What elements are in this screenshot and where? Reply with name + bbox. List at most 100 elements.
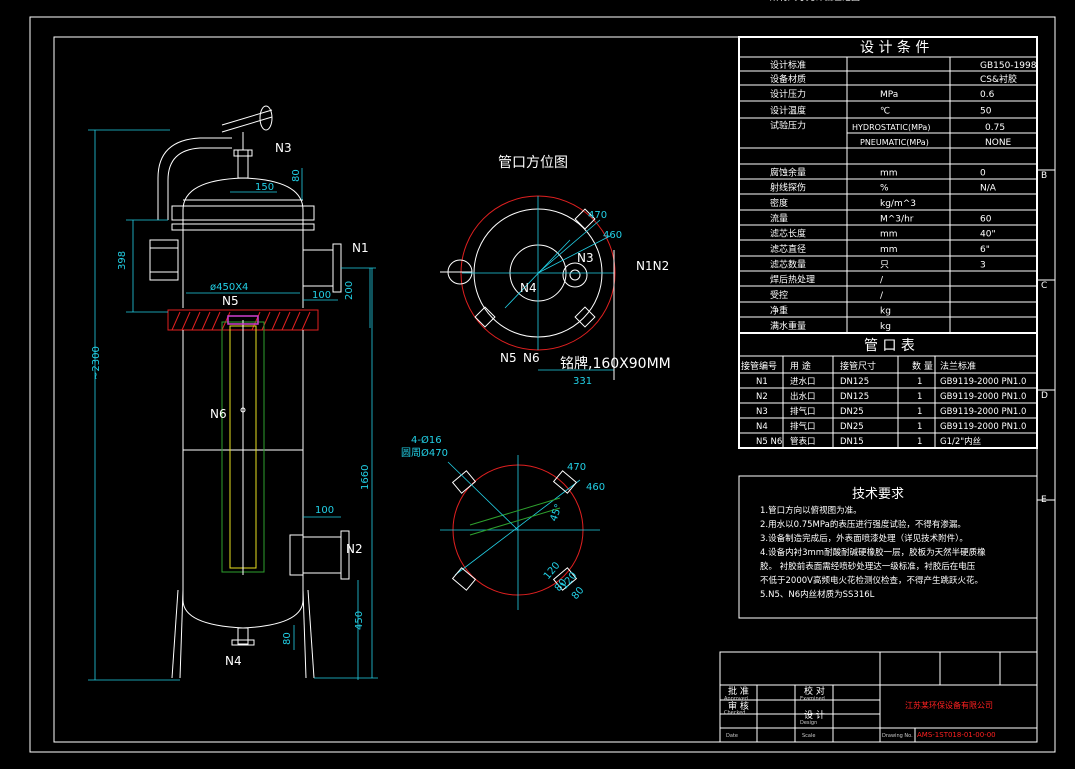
tb-checked-en: Checked (724, 710, 745, 716)
label-n6: N6 (210, 407, 227, 421)
nozzle-cell: DN25 (840, 407, 864, 417)
dc-value2: NONE (985, 138, 1012, 148)
tb-scale: Scale (802, 733, 815, 739)
dc-unit: 只 (880, 261, 889, 271)
dc-unit: mm (880, 0, 898, 3)
dc-label: 设计标准 (770, 59, 806, 71)
dc-unit: kg (880, 322, 891, 332)
dc-value: 60 (980, 215, 992, 225)
tech-requirements: 技术要求 1.管口方向以俯视图为准。2.用水以0.75MPa的表压进行强度试验，… (738, 475, 1038, 619)
dc-value: 50 (980, 107, 992, 117)
dc-unit: mm (880, 169, 898, 179)
orientation-title: 管口方位图 (498, 155, 568, 171)
nozzle-cell: GB9119-2000 PN1.0 (940, 422, 1026, 432)
border-mark-e: E (1041, 495, 1047, 505)
nozzle-header: 用 途 (790, 360, 811, 372)
nozzle-cell: N3 (756, 407, 768, 417)
dim-460-leg: 460 (586, 482, 605, 493)
dc-unit: kg/m^3 (880, 199, 916, 209)
tech-line: 5.N5、N6内丝材质为SS316L (760, 589, 875, 600)
dc-label: 滤芯直径 (770, 243, 806, 255)
dc-label: 流量 (770, 213, 788, 225)
nozzle-cell: 进水口 (790, 376, 816, 387)
nozzle-cell: 出水口 (790, 391, 816, 402)
dim-1660: 1660 (360, 465, 371, 490)
dim-45: 45° (548, 503, 564, 523)
tech-line: 不低于2000V高频电火花检测仪检查，不得产生跳跃火花。 (760, 575, 983, 586)
front-elevation: ~2300 398 150 80 100 200 ø450X4 1660 100… (88, 105, 378, 681)
nozzle-cell: N2 (756, 392, 768, 402)
tb-checked: 审 核 (728, 700, 749, 712)
orient-label-n4: N4 (520, 281, 537, 295)
nozzle-cell: 1 (917, 377, 922, 387)
label-n1: N1 (352, 241, 369, 255)
dim-100-top: 100 (312, 290, 331, 301)
title-block: 批 准 Approved 审 核 Checked Date 校 对 Examin… (719, 651, 1038, 743)
dc-value: 40" (980, 230, 996, 240)
tech-line: 1.管口方向以俯视图为准。 (760, 505, 862, 516)
dc-value: 6" (980, 245, 990, 255)
orient-label-n3: N3 (577, 251, 594, 265)
tb-drawing-no-label: Drawing No. (882, 733, 913, 739)
dc-unit: mm (880, 230, 898, 240)
dim-470-leg: 470 (567, 462, 586, 473)
nozzle-cell: DN125 (840, 377, 869, 387)
orient-label-n6: N6 (523, 351, 540, 365)
dc-value: CS&衬胶 (980, 73, 1017, 85)
nozzle-cell: GB9119-2000 PN1.0 (940, 407, 1026, 417)
dc-unit: M^3/hr (880, 215, 914, 225)
nozzle-header: 接管尺寸 (840, 360, 876, 372)
dc-unit: / (880, 291, 884, 301)
nozzle-cell: DN25 (840, 422, 864, 432)
nozzle-cell: GB9119-2000 PN1.0 (940, 392, 1026, 402)
tb-company: 江苏某环保设备有限公司 (905, 700, 993, 710)
tb-checking-en: Examined (800, 696, 825, 702)
tech-line: 胶。 衬胶前表面需经喷砂处理达一级标准，衬胶后在电压 (760, 561, 976, 572)
dc-unit: kg (880, 307, 891, 317)
dc-label: 受控 (770, 289, 788, 301)
nozzle-cell: 排气口 (790, 421, 816, 432)
dim-200: 200 (344, 281, 355, 300)
dc-unit: HYDROSTATIC(MPa) (852, 123, 930, 132)
dc-value: ±6 (980, 0, 994, 3)
tb-approved: 批 准 (728, 685, 749, 697)
dim-331: 331 (573, 376, 592, 387)
dc-unit: % (880, 184, 889, 194)
dc-unit: MPa (880, 90, 898, 100)
border-mark-d: D (1041, 391, 1048, 401)
label-n4: N4 (225, 654, 242, 668)
dc-label: 设备材质 (770, 73, 806, 85)
tech-title: 技术要求 (852, 487, 904, 502)
dc-value: 0 (980, 169, 986, 179)
tech-line: 4.设备内衬3mm耐酸耐碱硬橡胶一层，胶板为天然半硬质橡 (760, 547, 986, 558)
nozzle-header: 数 量 (912, 360, 933, 372)
border-mark-b: B (1041, 171, 1047, 181)
tb-design-en: Design (800, 720, 817, 726)
outer-border (29, 16, 1056, 753)
nozzle-cell: DN125 (840, 392, 869, 402)
dc-label: 设计温度 (770, 105, 806, 117)
dim-450x4: ø450X4 (210, 282, 248, 293)
nozzle-cell: 管表口 (790, 436, 816, 447)
nozzle-cell: 排气口 (790, 406, 816, 417)
dc-unit: / (880, 276, 884, 286)
dim-470-top: 470 (588, 210, 607, 221)
dc-value: 0.6 (980, 90, 995, 100)
tb-checking: 校 对 (804, 685, 825, 697)
dc-value: N/A (980, 184, 997, 194)
dc-value: GB150-1998 (980, 61, 1037, 71)
nozzle-cell: 1 (917, 407, 922, 417)
label-n2: N2 (346, 542, 363, 556)
nozzle-table-title: 管 口 表 (864, 338, 915, 354)
nozzle-cell: G1/2"内丝 (940, 436, 982, 447)
nozzle-cell: 1 (917, 392, 922, 402)
orient-label-n1n2: N1N2 (636, 259, 669, 273)
dim-150: 150 (255, 182, 274, 193)
dim-100-bot: 100 (315, 505, 334, 516)
dc-label: 滤芯长度 (770, 228, 806, 240)
dim-80-bot: 80 (282, 632, 293, 645)
dc-unit: mm (880, 245, 898, 255)
dc-label: 密度 (770, 197, 788, 209)
tb-approved-en: Approved (724, 696, 748, 702)
